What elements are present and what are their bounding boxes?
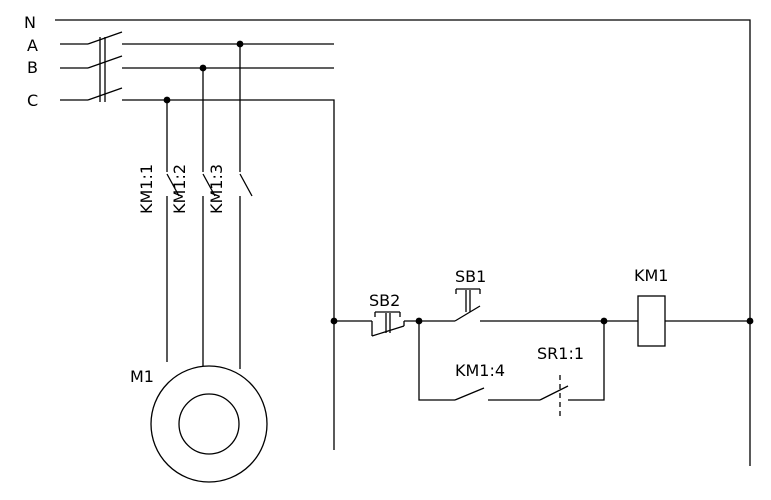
contact-sr1-1: SR1:1 [537, 344, 584, 416]
contact-km1-3: KM1:3 [207, 164, 253, 369]
label-km1-2: KM1:2 [170, 164, 189, 214]
motor-m1: M1 [130, 365, 268, 483]
main-switch [60, 31, 123, 102]
coil-km1: KM1 [634, 266, 668, 347]
label-km1-4: KM1:4 [455, 361, 505, 380]
button-sb2: SB2 [369, 291, 405, 337]
label-n: N [24, 13, 36, 32]
label-m1: M1 [130, 367, 154, 386]
label-c: C [27, 91, 38, 110]
contact-km1-2: KM1:2 [170, 164, 216, 366]
contact-km1-4: KM1:4 [454, 361, 505, 401]
phase-taps [163, 40, 244, 172]
label-sb2: SB2 [369, 291, 400, 310]
button-sb1: SB1 [454, 267, 486, 322]
label-sb1: SB1 [455, 267, 486, 286]
label-km1-3: KM1:3 [207, 164, 226, 214]
label-b: B [27, 58, 38, 77]
busbars [122, 43, 335, 450]
label-km1-1: KM1:1 [137, 164, 156, 214]
label-a: A [27, 36, 38, 55]
control-circuit [330, 317, 754, 401]
label-sr1-1: SR1:1 [537, 344, 584, 363]
neutral-line [55, 19, 751, 466]
contact-km1-1: KM1:1 [137, 164, 180, 362]
label-km1: KM1 [634, 266, 668, 285]
